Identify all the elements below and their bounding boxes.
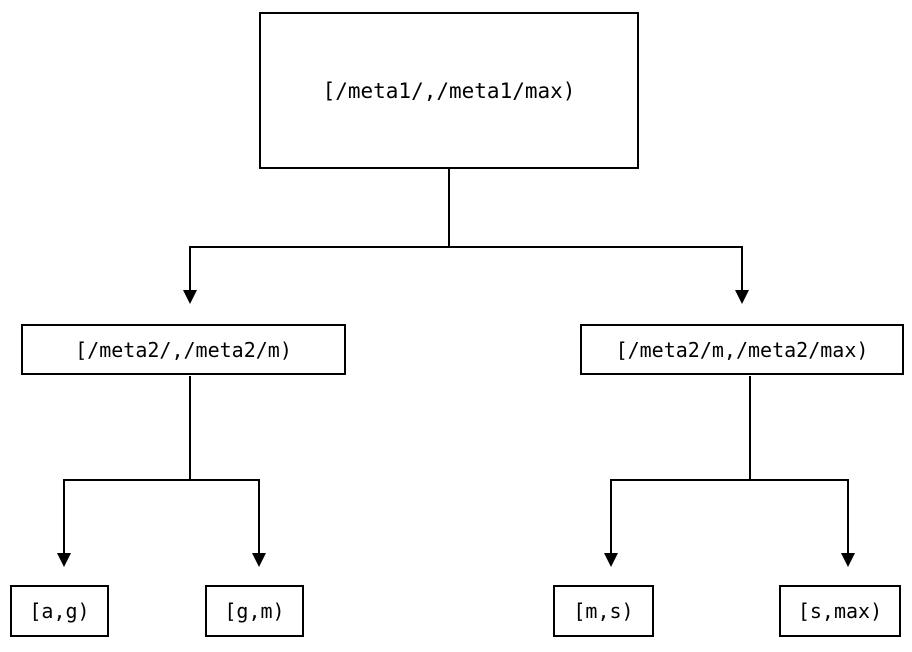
arrowhead-mid-right-to-leaf-smax [841, 553, 855, 567]
node-leaf-g-m[interactable]: [g,m) [205, 585, 304, 637]
arrowhead-mid-left-to-leaf-gm [252, 553, 266, 567]
node-leaf-m-s[interactable]: [m,s) [553, 585, 654, 637]
node-leaf-a-g[interactable]: [a,g) [10, 585, 109, 637]
arrowhead-root-to-mid-left [183, 290, 197, 304]
node-mid-left[interactable]: [/meta2/,/meta2/m) [21, 324, 346, 375]
node-leaf-s-max[interactable]: [s,max) [779, 585, 901, 637]
node-root[interactable]: [/meta1/,/meta1/max) [259, 12, 639, 169]
arrowhead-mid-left-to-leaf-ag [57, 553, 71, 567]
arrowhead-root-to-mid-right [735, 290, 749, 304]
node-mid-right[interactable]: [/meta2/m,/meta2/max) [580, 324, 904, 375]
arrowhead-mid-right-to-leaf-ms [604, 553, 618, 567]
